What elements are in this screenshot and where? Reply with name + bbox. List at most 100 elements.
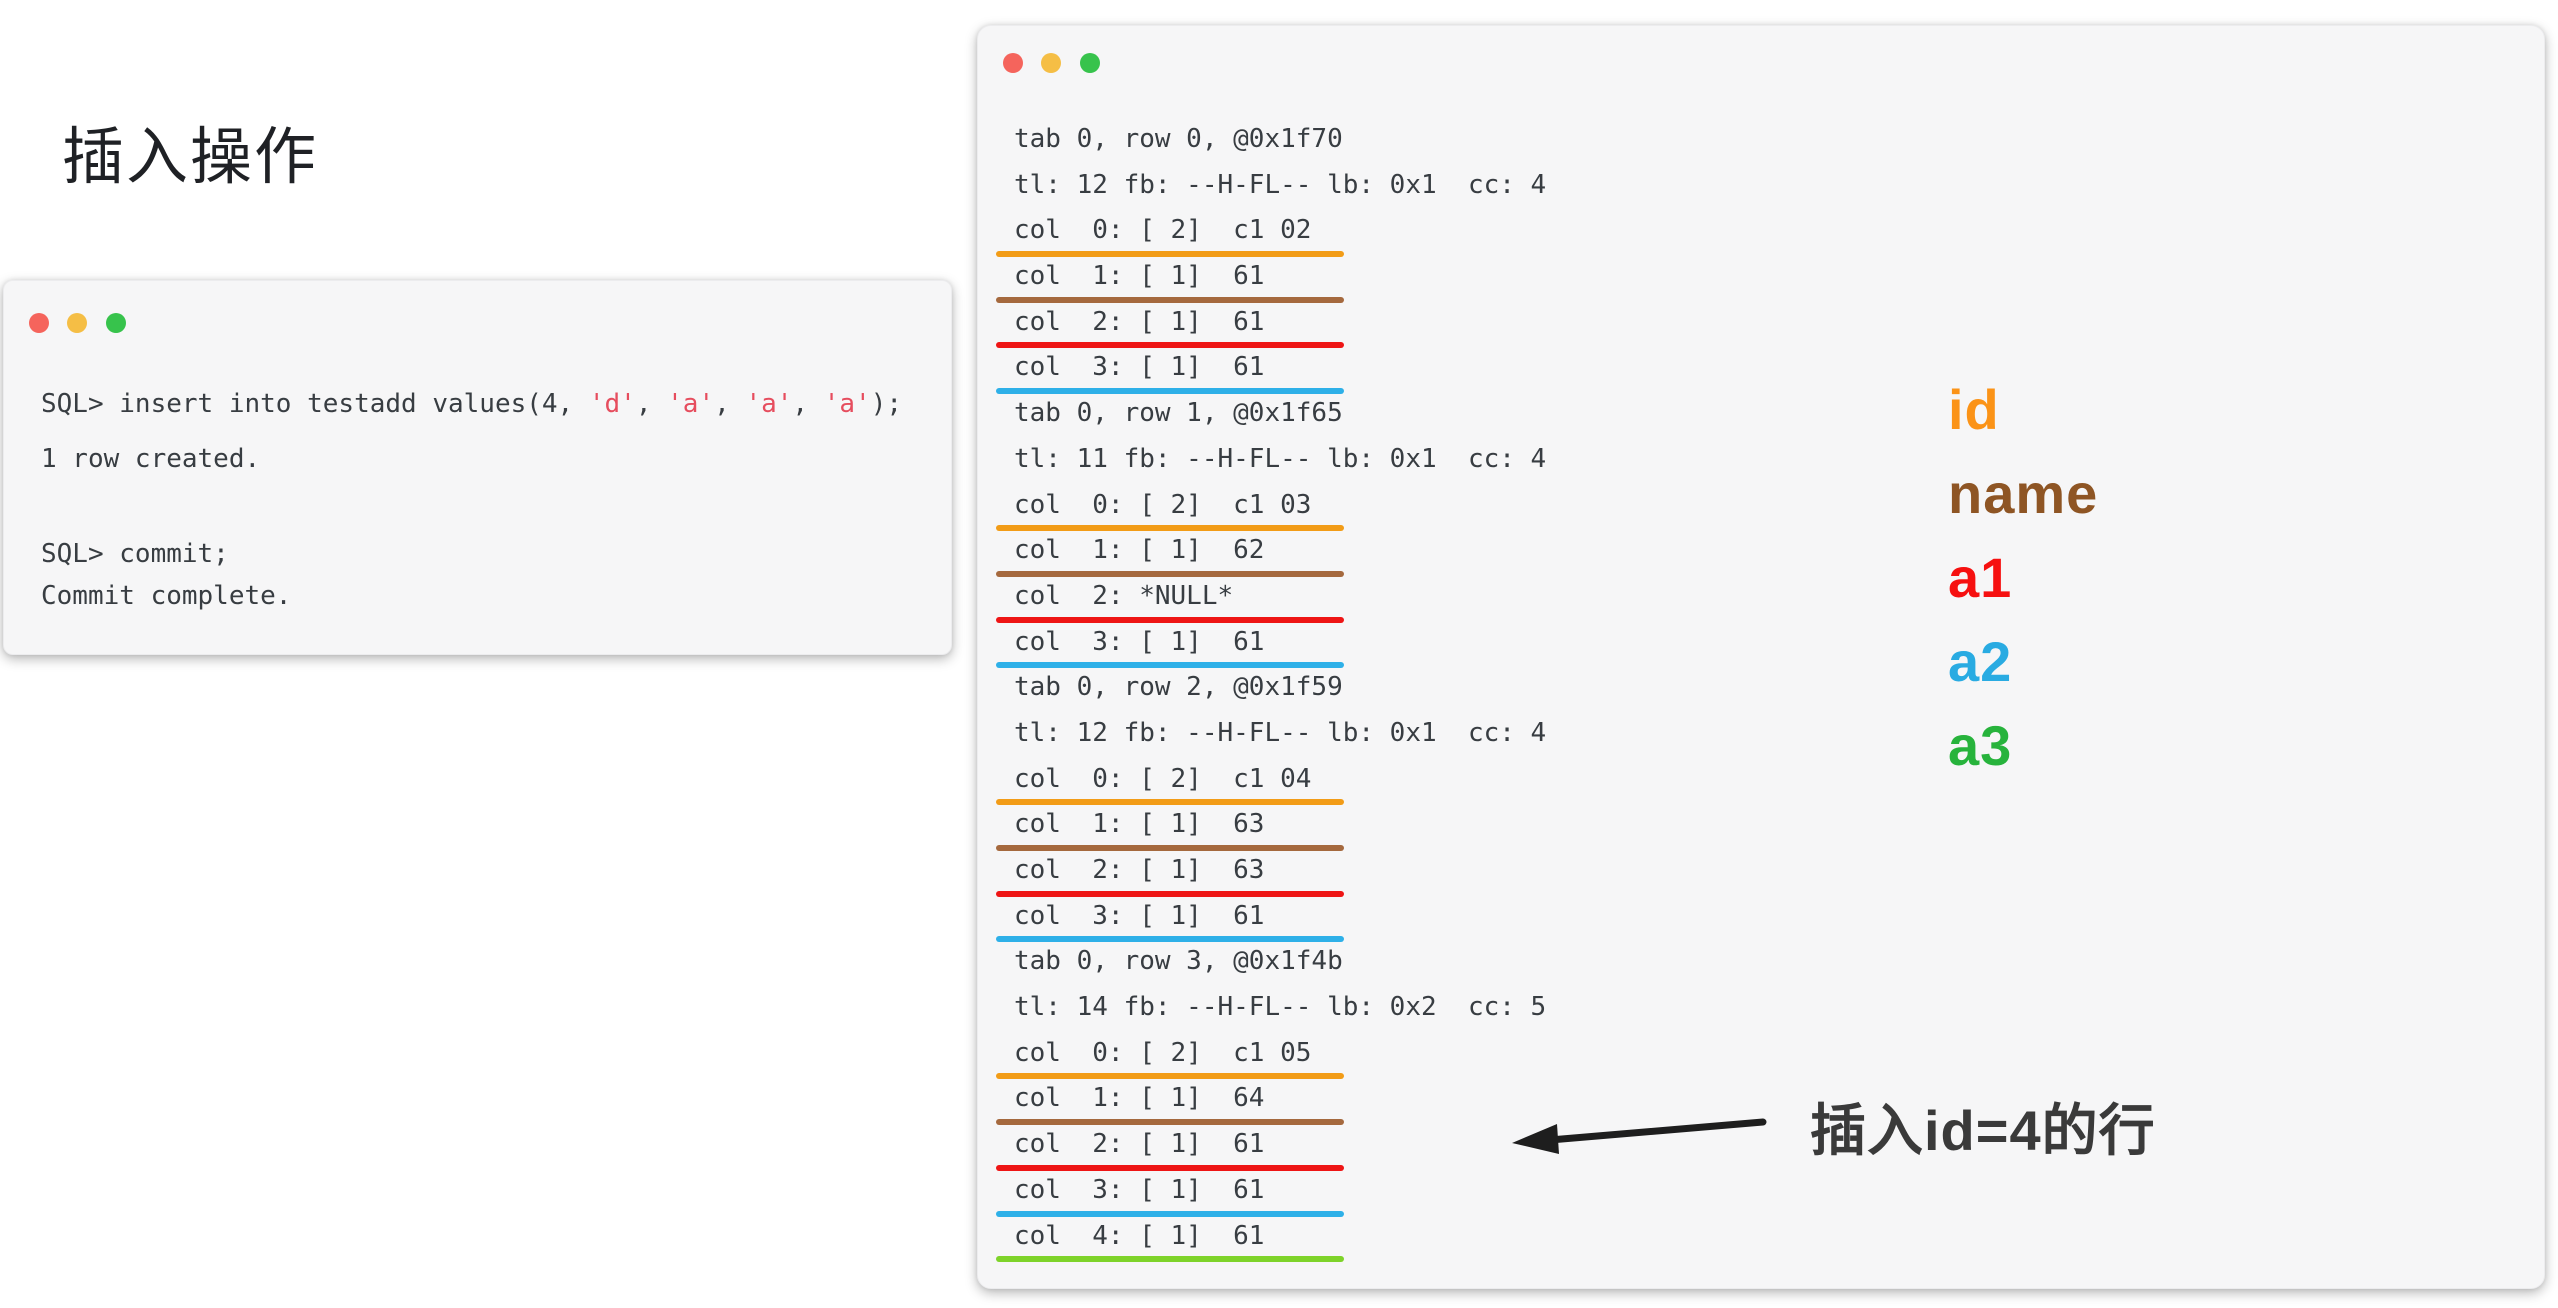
dump-header-line: tab 0, row 3, @0x1f4b	[1014, 939, 1546, 985]
dump-col-line: col 1: [ 1] 64	[996, 1076, 1546, 1126]
column-underline-a2	[996, 388, 1344, 395]
dump-col-line: col 2: [ 1] 63	[996, 848, 1546, 897]
dump-line-text: col 0: [ 2] c1 03	[1014, 489, 1312, 520]
column-underline-a1	[996, 342, 1344, 349]
sql-text: SQL> commit;	[41, 539, 229, 569]
dump-line-text: tl: 12 fb: --H-FL-- lb: 0x1 cc: 4	[1014, 169, 1547, 200]
dump-col-line: col 3: [ 1] 61	[996, 1168, 1546, 1217]
dump-col-line: col 3: [ 1] 61	[996, 620, 1546, 669]
dump-col-line: col 2: [ 1] 61	[996, 1122, 1546, 1171]
sql-string-literal: 'a'	[745, 389, 793, 419]
dump-line-text: col 3: [ 1] 61	[1014, 900, 1265, 931]
dump-col-line: col 1: [ 1] 61	[996, 254, 1546, 303]
column-underline-a2	[996, 936, 1344, 943]
dump-col-line: col 1: [ 1] 63	[996, 802, 1546, 851]
column-underline-id	[996, 799, 1344, 806]
column-underline-id	[996, 251, 1344, 258]
dump-line-text: col 2: [ 1] 61	[1014, 1129, 1265, 1160]
dump-line-text: tl: 12 fb: --H-FL-- lb: 0x1 cc: 4	[1014, 717, 1547, 748]
minimize-button-icon[interactable]	[67, 313, 88, 333]
dump-col-line: col 3: [ 1] 61	[996, 894, 1546, 943]
dump-line-text: tl: 11 fb: --H-FL-- lb: 0x1 cc: 4	[1014, 443, 1547, 474]
dump-col-line: col 2: *NULL*	[996, 574, 1546, 623]
dump-line-text: col 4: [ 1] 61	[1014, 1220, 1265, 1251]
dump-header-line: tab 0, row 2, @0x1f59	[1014, 665, 1546, 711]
dump-line-text: col 2: [ 1] 63	[1014, 855, 1265, 885]
dump-line-text: col 0: [ 2] c1 04	[1014, 763, 1312, 794]
dump-line-text: tl: 14 fb: --H-FL-- lb: 0x2 cc: 5	[1014, 992, 1547, 1023]
close-button-icon[interactable]	[29, 313, 49, 333]
sql-output-line: Commit complete.	[41, 581, 291, 611]
dump-line-text: tab 0, row 1, @0x1f65	[1014, 398, 1343, 429]
dump-header-line: tl: 12 fb: --H-FL-- lb: 0x1 cc: 4	[1014, 163, 1546, 209]
column-underline-id	[996, 1073, 1344, 1080]
dump-line-text: col 0: [ 2] c1 05	[1014, 1037, 1312, 1068]
legend-item-a2: a2	[1948, 630, 2013, 693]
dump-line-text: col 2: *NULL*	[1014, 580, 1234, 611]
dump-line-text: tab 0, row 2, @0x1f59	[1014, 672, 1343, 703]
page-title: 插入操作	[62, 123, 319, 192]
sql-text: ,	[792, 389, 824, 419]
dump-header-line: tl: 14 fb: --H-FL-- lb: 0x2 cc: 5	[1014, 985, 1546, 1031]
column-underline-a2	[996, 662, 1344, 669]
minimize-button-icon[interactable]	[1041, 53, 1062, 73]
legend-item-a3: a3	[1948, 714, 2013, 777]
sql-string-literal: 'a'	[823, 389, 871, 419]
dump-line-text: tab 0, row 3, @0x1f4b	[1014, 946, 1343, 977]
column-underline-name	[996, 570, 1344, 577]
sql-text: SQL> insert into testadd values(4,	[41, 389, 589, 419]
column-underline-a1	[996, 890, 1344, 897]
dump-col-line: col 0: [ 2] c1 04	[996, 757, 1546, 806]
sql-text: Commit complete.	[41, 581, 292, 611]
dump-line-text: col 1: [ 1] 63	[1014, 809, 1265, 840]
sql-string-literal: 'd'	[588, 389, 636, 419]
column-underline-a2	[996, 1210, 1344, 1217]
dump-line-text: col 3: [ 1] 61	[1014, 352, 1265, 383]
dump-line-text: col 1: [ 1] 61	[1014, 261, 1265, 292]
block-dump-output: tab 0, row 0, @0x1f70 tl: 12 fb: --H-FL--…	[996, 117, 1546, 1263]
column-underline-name	[996, 845, 1344, 851]
sql-string-literal: 'a'	[667, 389, 715, 419]
sql-output-line: SQL> insert into testadd values(4, 'd', …	[41, 389, 902, 419]
sql-output-line: SQL> commit;	[41, 539, 229, 569]
maximize-button-icon[interactable]	[105, 313, 126, 333]
dump-header-line: tl: 11 fb: --H-FL-- lb: 0x1 cc: 4	[1014, 437, 1546, 483]
dump-header-line: tl: 12 fb: --H-FL-- lb: 0x1 cc: 4	[1014, 711, 1546, 757]
block-dump-window: tab 0, row 0, @0x1f70 tl: 12 fb: --H-FL--…	[977, 25, 2545, 1289]
sql-text: ,	[635, 389, 668, 419]
column-underline-id	[996, 525, 1344, 532]
window-controls	[29, 313, 140, 333]
dump-line-text: tab 0, row 0, @0x1f70	[1014, 124, 1343, 154]
annotation-label: 插入id=4的行	[1810, 1099, 2156, 1162]
dump-col-line: col 1: [ 1] 62	[996, 528, 1546, 577]
column-underline-name	[996, 1119, 1344, 1126]
close-button-icon[interactable]	[1003, 53, 1023, 73]
sql-text: 1 row created.	[41, 444, 261, 474]
sql-output-line: 1 row created.	[41, 444, 260, 474]
sql-terminal-window: SQL> insert into testadd values(4, 'd', …	[3, 280, 952, 655]
maximize-button-icon[interactable]	[1079, 53, 1100, 73]
dump-col-line: col 0: [ 2] c1 03	[996, 483, 1546, 532]
legend-item-id: id	[1948, 378, 2000, 441]
column-underline-name	[996, 296, 1344, 303]
legend-item-name: name	[1948, 462, 2099, 525]
column-legend: id name a1 a2 a3	[1948, 368, 2098, 788]
sql-text: ,	[714, 389, 746, 419]
dump-line-text: col 3: [ 1] 61	[1014, 626, 1265, 657]
column-underline-a1	[996, 1164, 1344, 1171]
dump-header-line: tab 0, row 1, @0x1f65	[1014, 391, 1546, 437]
dump-line-text: col 1: [ 1] 64	[1014, 1083, 1265, 1114]
dump-col-line: col 3: [ 1] 61	[996, 345, 1546, 395]
dump-line-text: col 1: [ 1] 62	[1014, 535, 1265, 566]
dump-line-text: col 0: [ 2] c1 02	[1014, 215, 1312, 246]
dump-line-text: col 2: [ 1] 61	[1014, 306, 1265, 337]
dump-col-line: col 0: [ 2] c1 02	[996, 208, 1546, 258]
sql-text: );	[870, 389, 902, 419]
dump-col-line: col 4: [ 1] 61	[996, 1214, 1546, 1263]
dump-header-line: tab 0, row 0, @0x1f70	[1014, 117, 1546, 163]
column-underline-a1	[996, 616, 1344, 623]
legend-item-a1: a1	[1948, 546, 2013, 609]
dump-col-line: col 0: [ 2] c1 05	[996, 1031, 1546, 1080]
window-controls	[1003, 53, 1114, 73]
